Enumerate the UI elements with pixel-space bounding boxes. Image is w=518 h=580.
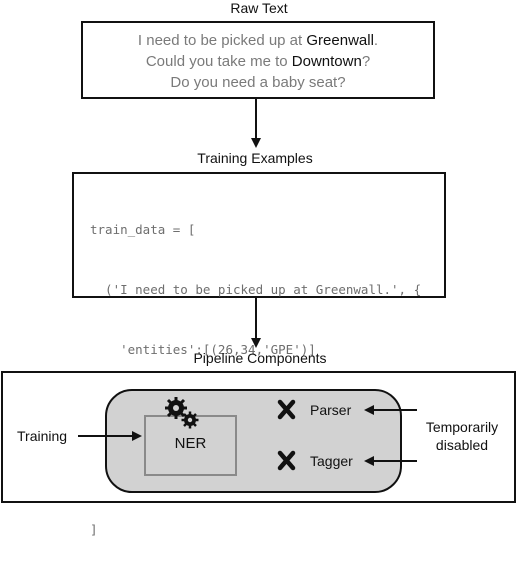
raw-text-heading: Raw Text — [230, 0, 288, 16]
raw-text-line-3: Do you need a baby seat? — [170, 74, 346, 91]
entity-downtown: Downtown — [291, 53, 362, 70]
code-line: ] — [90, 522, 98, 537]
tagger-label: Tagger — [310, 453, 353, 469]
pipeline-heading: Pipeline Components — [193, 350, 327, 366]
ner-label: NER — [174, 435, 207, 452]
disabled-label-line-1: Temporarily — [425, 419, 499, 435]
raw-text-box: I need to be picked up at Greenwall. Cou… — [81, 21, 435, 99]
gear-icon — [181, 411, 199, 429]
tagger-disabled-x-icon — [277, 450, 296, 471]
code-line: train_data = [ — [90, 222, 196, 237]
entity-greenwall: Greenwall — [306, 32, 374, 49]
gear-icon — [165, 397, 187, 419]
parser-label: Parser — [310, 402, 352, 418]
disabled-label-line-2: disabled — [435, 437, 489, 453]
temporarily-disabled-label: Temporarily disabled — [417, 418, 507, 454]
diagram-graphics — [78, 99, 417, 493]
code-line: 'entities':[(26,34,'GPE')] — [90, 342, 316, 357]
training-examples-heading: Training Examples — [197, 150, 313, 166]
raw-text-line-2: Could you take me to Downtown? — [145, 53, 371, 70]
parser-disabled-x-icon — [277, 399, 296, 420]
training-label: Training — [17, 428, 68, 444]
raw-text-line-1: I need to be picked up at Greenwall. — [137, 32, 379, 49]
code-line: ('I need to be picked up at Greenwall.',… — [90, 282, 422, 297]
